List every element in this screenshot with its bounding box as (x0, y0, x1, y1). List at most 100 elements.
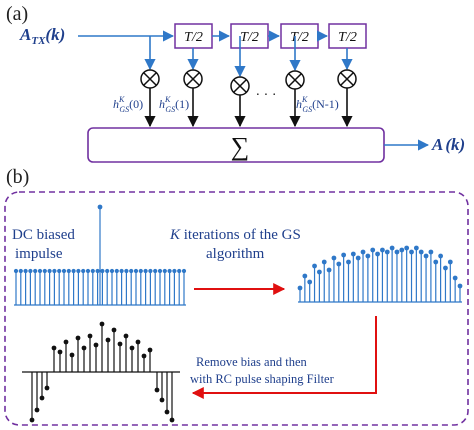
coeff-1-sup: K (164, 95, 171, 104)
gs-stem-6-marker (326, 267, 332, 273)
filtered-stem-0-marker (29, 417, 35, 423)
stem-plot-filtered (22, 321, 180, 423)
delay-box-1: T/2 (174, 23, 213, 49)
multiplier-0 (140, 69, 160, 89)
gs-stem-24-marker (413, 245, 419, 251)
gs-stem-0-marker (297, 285, 303, 291)
stem-plot-dc-impulse (13, 204, 187, 306)
impulse-stem-17-marker (95, 268, 100, 274)
filtered-stem-14-marker (111, 327, 117, 333)
delay-box-3: T/2 (280, 23, 319, 49)
gs-stem-16-marker (375, 251, 380, 257)
gs-stem-10-marker (346, 259, 351, 265)
sum-input-arrows (144, 88, 353, 128)
gs-stem-14-marker (365, 253, 371, 259)
iteration-caption-line2: algorithm (206, 246, 265, 262)
gs-stem-25-marker (418, 249, 424, 255)
tap-lines (144, 36, 353, 78)
impulse-spike-marker (97, 204, 103, 210)
coeff-2-sup: K (301, 95, 308, 104)
output-signal-arg: (k) (445, 135, 465, 154)
filtered-stem-12-marker (99, 321, 105, 327)
multiplier-1 (183, 69, 203, 89)
impulse-stem-32-marker (167, 268, 172, 274)
gs-stem-3-marker (312, 263, 317, 269)
sum-symbol: ∑ (231, 132, 250, 161)
gs-stem-4-marker (316, 269, 322, 275)
delay-label-1: T/2 (184, 30, 203, 45)
sum-block: ∑ (87, 127, 385, 163)
coeff-2-arg: (N-1) (312, 97, 339, 111)
gs-stem-5-marker (321, 259, 327, 265)
gs-stem-8-marker (336, 261, 342, 267)
impulse-stem-34-marker (177, 268, 182, 274)
gs-stem-21-marker (399, 247, 405, 253)
impulse-stem-13-marker (76, 268, 81, 274)
impulse-stem-5-marker (37, 268, 43, 274)
impulse-stem-15-marker (85, 268, 91, 274)
gs-stem-13-marker (360, 249, 366, 255)
impulse-stem-20-marker (109, 268, 115, 274)
impulse-stem-16-marker (90, 268, 95, 274)
multiplier-3 (285, 70, 305, 90)
filtered-stem-9-marker (81, 345, 87, 351)
filtered-stem-6-marker (63, 339, 69, 345)
coeff-0-sub: GS (119, 105, 129, 114)
filtered-stem-15-marker (117, 341, 123, 347)
impulse-stem-19-marker (105, 268, 110, 274)
gs-stem-19-marker (389, 245, 395, 251)
impulse-stem-10-marker (61, 268, 67, 274)
filtered-stem-22-marker (159, 397, 165, 403)
panel-b-dashed-frame (4, 191, 469, 426)
gs-stem-12-marker (355, 255, 361, 261)
filtered-stem-19-marker (141, 353, 147, 359)
gs-stem-20-marker (394, 249, 400, 255)
impulse-stem-27-marker (143, 268, 148, 274)
iteration-k: K (169, 227, 181, 243)
gs-stem-27-marker (428, 249, 434, 255)
arrow-gs-to-filter (191, 316, 377, 399)
ellipsis: · · · (256, 88, 277, 103)
filtered-stem-8-marker (75, 335, 81, 341)
coeff-1-sub: GS (165, 105, 175, 114)
impulse-stem-30-marker (157, 268, 163, 274)
coeff-2-base: h (296, 97, 302, 111)
impulse-stem-1-marker (18, 268, 23, 274)
impulse-caption-line2: impulse (15, 246, 63, 262)
gs-stem-9-marker (341, 252, 347, 258)
filtered-stem-5-marker (57, 349, 63, 355)
filter-caption-line1: Remove bias and then (196, 355, 307, 369)
gs-stem-22-marker (404, 245, 410, 251)
gs-stem-28-marker (433, 259, 439, 265)
impulse-stem-33-marker (172, 268, 177, 274)
iteration-caption-line1: K iterations of the GS (169, 227, 301, 243)
filter-caption-line2: with RC pulse shaping Filter (190, 372, 335, 386)
impulse-stem-12-marker (71, 268, 76, 274)
input-signal-label: ATX(k) (19, 25, 65, 47)
impulse-stem-6-marker (42, 268, 47, 274)
impulse-stem-23-marker (124, 268, 129, 274)
delay-label-3: T/2 (290, 30, 309, 45)
delay-label-4: T/2 (338, 30, 357, 45)
filtered-stem-2-marker (39, 395, 45, 401)
coeff-0-sup: K (118, 95, 125, 104)
gs-stem-26-marker (423, 253, 429, 259)
panel-b-label: (b) (6, 166, 29, 188)
filtered-stem-10-marker (87, 333, 93, 339)
gs-stem-11-marker (350, 251, 356, 257)
impulse-stem-21-marker (114, 268, 119, 274)
gs-stem-2-marker (307, 279, 313, 285)
gs-stem-17-marker (380, 247, 385, 253)
filtered-stem-11-marker (93, 342, 99, 348)
gs-stem-23-marker (409, 249, 414, 255)
coeff-1-base: h (159, 97, 165, 111)
filtered-stem-13-marker (105, 337, 111, 343)
stem-plot-gs-output (297, 245, 463, 303)
impulse-stem-35-marker (181, 268, 187, 274)
impulse-stem-0-marker (13, 268, 19, 274)
filtered-stem-16-marker (123, 333, 129, 339)
delay-box-4: T/2 (328, 23, 367, 49)
filtered-stem-18-marker (135, 339, 141, 345)
